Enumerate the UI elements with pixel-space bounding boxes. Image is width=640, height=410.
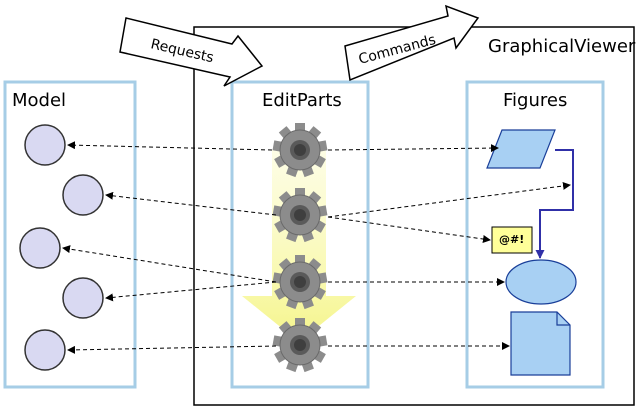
model-links <box>62 141 277 354</box>
gear-icon <box>272 317 328 373</box>
figures-panel <box>465 80 605 389</box>
model-node-3 <box>19 227 61 269</box>
model-node-5 <box>24 329 66 371</box>
model-title: Model <box>12 90 67 111</box>
document-figure <box>510 311 571 376</box>
editparts-title: EditParts <box>262 90 342 111</box>
model-node-1 <box>24 124 66 166</box>
flow-arrow <box>242 150 356 342</box>
annotation-label: @#! <box>499 233 525 246</box>
model-node-2 <box>62 174 104 216</box>
commands-arrow: Commands <box>344 4 480 82</box>
parallelogram-figure <box>486 129 556 169</box>
figures-title: Figures <box>503 90 568 111</box>
model-panel <box>3 80 137 389</box>
figure-links <box>327 144 571 350</box>
graphical-viewer-title: GraphicalViewer <box>488 36 636 57</box>
requests-arrow: Requests <box>119 17 264 87</box>
annotation-box <box>491 226 533 254</box>
ellipse-figure <box>505 259 577 305</box>
editparts-panel <box>230 80 370 389</box>
figure-connection <box>535 149 574 259</box>
model-node-4 <box>62 277 104 319</box>
